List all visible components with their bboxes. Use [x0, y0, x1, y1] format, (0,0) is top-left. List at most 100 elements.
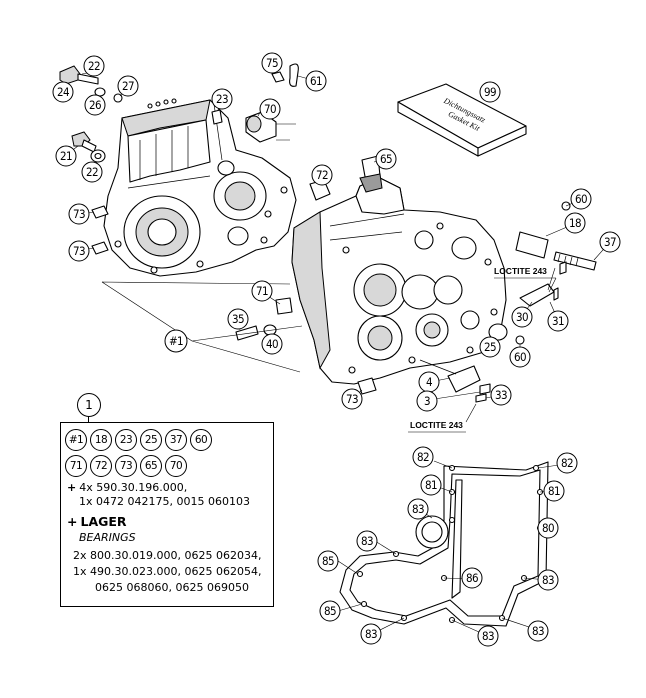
callout-25: 25: [479, 336, 501, 358]
svg-text:35: 35: [232, 312, 244, 326]
svg-text:25: 25: [484, 340, 496, 354]
legend-ref-chip: 60: [190, 429, 212, 451]
legend-ref-chip: 71: [65, 455, 87, 477]
callout-83-bottom-middle: 83: [477, 625, 499, 647]
svg-text:83: 83: [542, 573, 554, 587]
callout-4: 4: [418, 371, 440, 393]
callout-73-lower: 73: [341, 388, 363, 410]
left-crankcase-half: [103, 98, 297, 277]
legend-ref-chip: 25: [140, 429, 162, 451]
svg-text:85: 85: [324, 604, 336, 618]
legend-bearing-line-1: 2x 800.30.019.000, 0625 062034,: [73, 549, 262, 562]
svg-text:81: 81: [548, 484, 560, 498]
callout-35: 35: [227, 308, 249, 330]
svg-text:83: 83: [361, 534, 373, 548]
callout-26: 26: [84, 94, 106, 116]
svg-text:73: 73: [73, 207, 85, 221]
callout-73-middle: 73: [68, 240, 90, 262]
legend-ref-chip: #1: [65, 429, 87, 451]
svg-text:85: 85: [322, 554, 334, 568]
right-crankcase-half: [291, 177, 507, 385]
svg-text:75: 75: [266, 56, 278, 70]
callout-99: 99: [479, 81, 501, 103]
callout-22-upper: 22: [83, 55, 105, 77]
legend-note-screws: +4x 590.30.196.000,: [67, 481, 188, 494]
svg-text:22: 22: [86, 165, 98, 179]
svg-text:81: 81: [425, 478, 437, 492]
svg-text:40: 40: [266, 337, 278, 351]
callout-83-bottom-right: 83: [527, 620, 549, 642]
legend-ref-chip: 23: [115, 429, 137, 451]
callout-33: 33: [490, 384, 512, 406]
svg-text:72: 72: [316, 168, 328, 182]
svg-text:3: 3: [424, 394, 430, 408]
callout-72: 72: [311, 164, 333, 186]
callout-75: 75: [261, 52, 283, 74]
callout-70: 70: [259, 98, 281, 120]
legend-ref-chip: 37: [165, 429, 187, 451]
callout-85-upper: 85: [317, 550, 339, 572]
callout-65: 65: [375, 148, 397, 170]
legend-bearings-heading: +LAGER: [67, 514, 127, 529]
small-parts: [59, 63, 597, 403]
callout-81-left: 81: [420, 474, 442, 496]
callout-82-right: 82: [556, 452, 578, 474]
legend-bearing-line-2: 1x 490.30.023.000, 0625 062054,: [73, 565, 262, 578]
svg-text:71: 71: [256, 284, 268, 298]
callout-31: 31: [547, 310, 569, 332]
legend-row-2: 71 72 73 65 70: [65, 455, 187, 477]
svg-text:31: 31: [552, 314, 564, 328]
callout-82-left: 82: [412, 446, 434, 468]
legend-ref-chip: 18: [90, 429, 112, 451]
svg-text:23: 23: [216, 92, 228, 106]
legend-row-1: #1 18 23 25 37 60: [65, 429, 212, 451]
svg-text:83: 83: [365, 627, 377, 641]
callout-23: 23: [211, 88, 233, 110]
svg-text:83: 83: [412, 502, 424, 516]
callout-30: 30: [511, 306, 533, 328]
loctite-label-upper: LOCTITE 243: [494, 266, 547, 276]
svg-text:60: 60: [514, 350, 526, 364]
svg-text:61: 61: [310, 74, 322, 88]
legend-bearing-line-3: 0625 068060, 0625 069050: [95, 581, 249, 594]
callout-22-lower: 22: [81, 161, 103, 183]
callout-80: 80: [537, 517, 559, 539]
legend-note-screws-2: 1x 0472 042175, 0015 060103: [79, 495, 250, 508]
svg-text:30: 30: [516, 310, 528, 324]
callout-85-lower: 85: [319, 600, 341, 622]
callout-21: 21: [55, 145, 77, 167]
svg-text:82: 82: [561, 456, 573, 470]
svg-text:27: 27: [122, 79, 134, 93]
legend-bearings-subheading: BEARINGS: [79, 531, 136, 544]
callout-83-upper: 83: [407, 498, 429, 520]
svg-text:60: 60: [575, 192, 587, 206]
svg-text:73: 73: [73, 244, 85, 258]
svg-text:33: 33: [495, 388, 507, 402]
loctite-label-lower: LOCTITE 243: [410, 420, 463, 430]
svg-text:22: 22: [88, 59, 100, 73]
legend-ref-chip: 72: [90, 455, 112, 477]
legend-ref-chip: 73: [115, 455, 137, 477]
svg-text:37: 37: [604, 235, 616, 249]
svg-text:21: 21: [60, 149, 72, 163]
svg-text:26: 26: [89, 98, 101, 112]
callout-24: 24: [52, 81, 74, 103]
legend-ref-chip: 70: [165, 455, 187, 477]
svg-text:70: 70: [264, 102, 276, 116]
callout-83-left: 83: [356, 530, 378, 552]
callout-73-upper: 73: [68, 203, 90, 225]
svg-text:#1: #1: [169, 334, 183, 348]
legend-box: #1 18 23 25 37 60 71 72 73 65 70 +4x 590…: [60, 422, 274, 607]
svg-text:4: 4: [426, 375, 432, 389]
callout-37: 37: [599, 231, 621, 253]
callout-61: 61: [305, 70, 327, 92]
callout-18: 18: [564, 212, 586, 234]
svg-text:82: 82: [417, 450, 429, 464]
callout-81-right: 81: [543, 480, 565, 502]
callout-60-lower: 60: [509, 346, 531, 368]
callout-83-right: 83: [537, 569, 559, 591]
svg-text:65: 65: [380, 152, 392, 166]
svg-text:18: 18: [569, 216, 581, 230]
legend-title-callout: 1: [77, 393, 101, 417]
